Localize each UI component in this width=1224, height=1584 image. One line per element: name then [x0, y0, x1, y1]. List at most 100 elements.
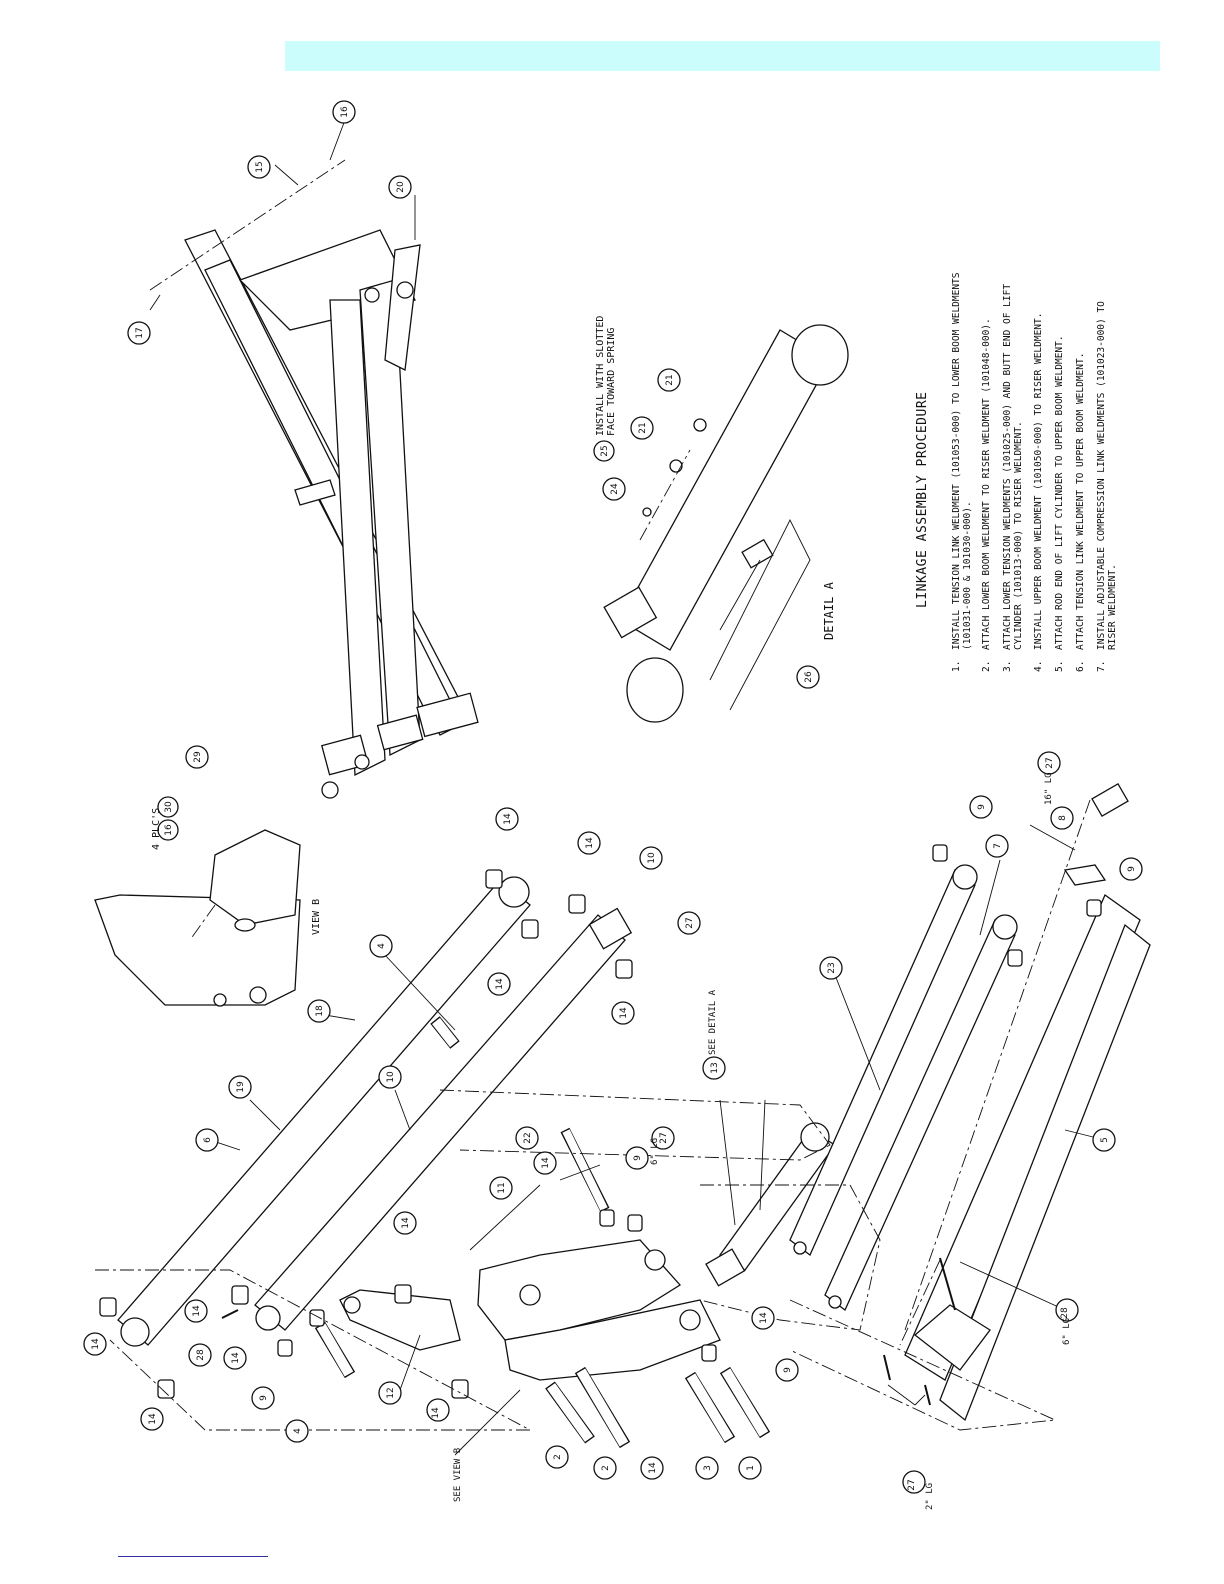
callout-10a: 10	[639, 846, 663, 870]
svg-text:29: 29	[193, 751, 203, 763]
svg-text:9: 9	[633, 1155, 643, 1161]
svg-text:14: 14	[192, 1305, 202, 1317]
callout-14i: 14	[223, 1346, 247, 1370]
svg-text:14: 14	[495, 978, 505, 990]
callout-21a: 21	[630, 416, 654, 440]
callout-16b: 16	[157, 819, 179, 841]
callout-22: 22	[515, 1126, 539, 1150]
svg-text:8: 8	[1058, 815, 1068, 821]
svg-text:18: 18	[315, 1005, 325, 1017]
svg-text:2: 2	[553, 1454, 563, 1460]
callout-13: 13	[702, 1056, 726, 1080]
callout-28b: 28	[1055, 1298, 1079, 1322]
svg-text:2: 2	[601, 1465, 611, 1471]
callout-30: 30	[157, 796, 179, 818]
svg-text:14: 14	[91, 1338, 101, 1350]
leader-lines	[209, 824, 1106, 1456]
callout-19: 19	[228, 1075, 252, 1099]
callout-7: 7	[985, 834, 1009, 858]
svg-text:30: 30	[164, 801, 174, 813]
svg-text:27: 27	[685, 917, 695, 928]
callout-28a: 28	[188, 1343, 212, 1367]
callout-14m: 14	[640, 1456, 664, 1480]
callout-20: 20	[388, 175, 412, 199]
svg-text:5: 5	[1100, 1137, 1110, 1143]
callout-6: 6	[195, 1128, 219, 1152]
procedure-step-1-num: 1.	[951, 660, 962, 672]
callout-15: 15	[247, 155, 271, 179]
svg-text:1: 1	[746, 1465, 756, 1471]
svg-text:21: 21	[638, 422, 648, 433]
svg-text:21: 21	[665, 374, 675, 385]
callout-27b: 27	[651, 1126, 675, 1150]
callout-8: 8	[1050, 806, 1074, 830]
procedure-step-5-num: 5.	[1054, 660, 1065, 672]
svg-text:14: 14	[231, 1352, 241, 1364]
callout-9a: 9	[625, 1146, 649, 1170]
callout-2b: 2	[593, 1456, 617, 1480]
callout-18: 18	[307, 999, 331, 1023]
callout-14l: 14	[751, 1306, 775, 1330]
callout-21b: 21	[657, 368, 681, 392]
procedure-step-4-num: 4.	[1033, 660, 1044, 672]
svg-text:13: 13	[710, 1062, 720, 1073]
svg-text:14: 14	[648, 1462, 658, 1474]
callout-14e: 14	[533, 1151, 557, 1175]
svg-text:22: 22	[523, 1132, 533, 1143]
svg-text:24: 24	[610, 483, 620, 495]
procedure-step-3-num: 3.	[1002, 660, 1013, 672]
svg-text:12: 12	[386, 1387, 396, 1398]
callout-27d: 27	[902, 1470, 926, 1494]
callout-26: 26	[796, 665, 820, 689]
see-detail-a-note: SEE DETAIL A	[708, 989, 718, 1055]
svg-text:14: 14	[503, 813, 513, 825]
callout-9d: 9	[969, 795, 993, 819]
svg-text:10: 10	[647, 852, 657, 864]
callout-27c: 27	[1037, 751, 1061, 775]
svg-text:27: 27	[1045, 757, 1055, 768]
svg-text:11: 11	[497, 1182, 507, 1193]
svg-text:26: 26	[804, 671, 814, 683]
callout-2a: 2	[545, 1445, 569, 1469]
svg-text:14: 14	[401, 1217, 411, 1229]
svg-text:28: 28	[1060, 1307, 1070, 1319]
callout-27a: 27	[677, 911, 701, 935]
callout-10b: 10	[378, 1065, 402, 1089]
callout-17: 17	[127, 321, 151, 345]
procedure-step-1-line2: (101031-000 & 101030-000).	[962, 501, 973, 650]
install-note-line1: INSTALL WITH SLOTTED	[595, 315, 606, 436]
callout-9c: 9	[775, 1358, 799, 1382]
callout-23: 23	[819, 956, 843, 980]
length-6-note-b: 6" LG	[1062, 1317, 1072, 1345]
callout-16: 16	[332, 100, 356, 124]
procedure-step-3-line2: CYLINDER (101013-000) TO RISER WELDMENT.	[1013, 421, 1024, 650]
procedure-step-7-num: 7.	[1096, 660, 1107, 672]
svg-text:10: 10	[386, 1071, 396, 1083]
detail-a-cylinder	[603, 324, 849, 723]
callout-14g: 14	[184, 1299, 208, 1323]
svg-text:14: 14	[619, 1007, 629, 1019]
procedure-step-6-num: 6.	[1075, 660, 1086, 672]
callout-balloons: 16 15 20 17 29 30 16 25 24 21 21 26 14 1…	[83, 100, 1143, 1494]
procedure-title: LINKAGE ASSEMBLY PROCEDURE	[915, 391, 930, 609]
procedure-step-7-line2: RISER WELDMENT.	[1107, 564, 1118, 650]
procedure-step-4-line1: INSTALL UPPER BOOM WELDMENT (101050-000)…	[1033, 312, 1044, 650]
svg-text:9: 9	[1127, 866, 1137, 872]
callout-3: 3	[695, 1456, 719, 1480]
svg-text:20: 20	[396, 181, 406, 193]
plcs-note: 4 PLC'S	[151, 807, 162, 850]
svg-text:19: 19	[236, 1081, 246, 1093]
svg-text:25: 25	[600, 445, 610, 456]
length-16-note: 16" LG	[1044, 772, 1054, 805]
callout-24: 24	[602, 477, 626, 501]
svg-text:27: 27	[907, 1479, 917, 1490]
procedure-step-2-num: 2.	[981, 660, 992, 672]
svg-text:4: 4	[377, 943, 387, 949]
callout-14c: 14	[487, 972, 511, 996]
svg-text:14: 14	[431, 1407, 441, 1419]
svg-text:3: 3	[703, 1465, 713, 1471]
svg-text:16: 16	[340, 106, 350, 118]
callout-9e: 9	[1119, 857, 1143, 881]
callout-14a: 14	[495, 807, 519, 831]
